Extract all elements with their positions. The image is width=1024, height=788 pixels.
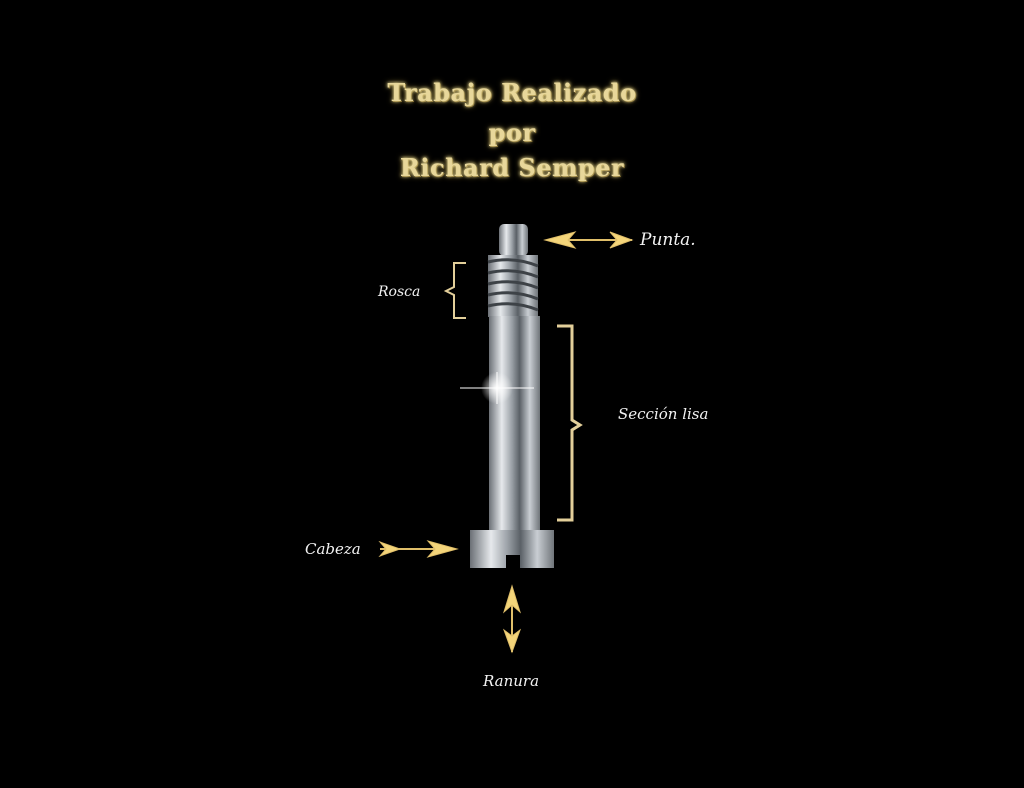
title-line-3: Richard Semper [399, 153, 625, 182]
label-thread: Rosca [378, 284, 421, 300]
title-line-2: por [488, 118, 536, 147]
screw-shaft [460, 316, 540, 531]
smooth-section-bracket [557, 324, 583, 522]
title-line-1: Trabajo Realizado [387, 78, 637, 107]
screw-head [470, 530, 554, 568]
label-slot: Ranura [483, 672, 540, 690]
label-tip: Punta. [640, 230, 696, 250]
screw-tip [499, 224, 528, 256]
slot-arrow-icon [502, 584, 522, 654]
screw-thread [487, 255, 539, 317]
tip-arrow-icon [543, 231, 634, 249]
thread-bracket [443, 262, 466, 319]
label-smooth-section: Sección lisa [618, 405, 709, 423]
head-arrow-icon [378, 540, 459, 558]
label-head: Cabeza [305, 540, 361, 558]
